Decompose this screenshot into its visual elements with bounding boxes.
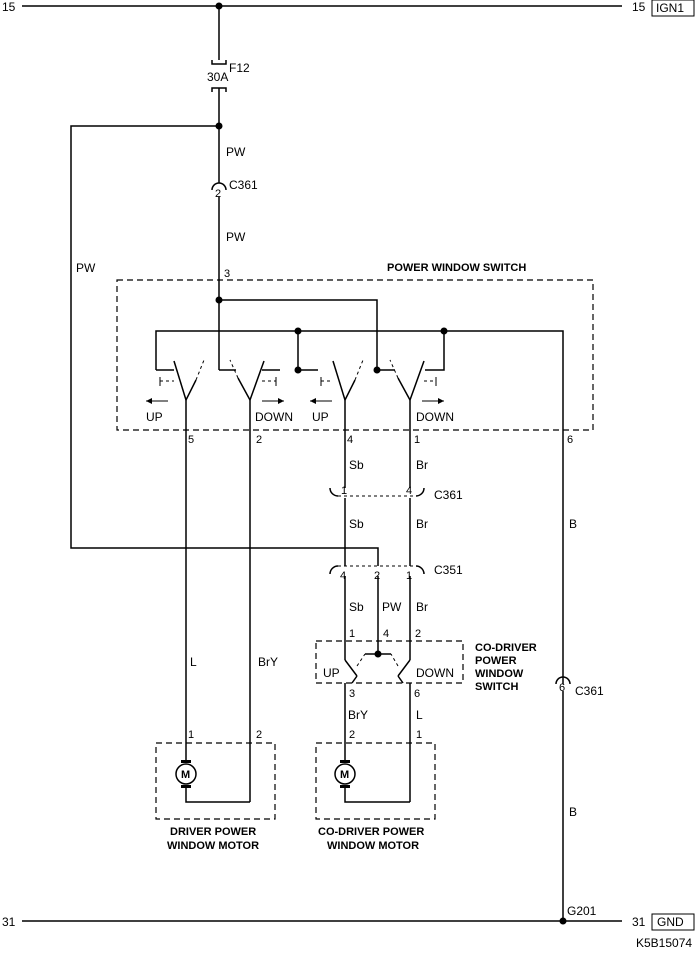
c361-mid-pin-4: 4 [406,485,412,497]
motor-icon [334,763,356,785]
gnd-box [651,913,695,931]
codriver-motor-title-1: CO-DRIVER POWER [318,826,424,838]
wire-label-bry: BrY [258,655,278,669]
switch-pin-2: 2 [256,434,262,446]
rail-bottom-right-label: 31 [632,915,646,929]
wire-label-pw: PW [226,145,246,159]
switch-label-down: DOWN [416,410,454,424]
wire-label-b: B [569,517,577,531]
splice-dot [559,917,567,925]
c361-mid-pin-1: 1 [341,485,347,497]
wire-label-pw: PW [382,600,402,614]
rail-bottom-left-label: 31 [2,915,16,929]
arrow-left-icon [146,398,152,404]
switch-pin-3: 3 [224,268,230,280]
codriver-switch-title-2: POWER [475,655,517,667]
fuse-rating: 30A [207,70,228,84]
splice-dot [294,366,302,374]
driver-motor-title-1: DRIVER POWER [170,826,256,838]
ign1-box [651,0,695,17]
switch-pin-6: 6 [567,434,573,446]
codriver-power-window-motor: 2 1 M CO-DRIVER POWER WINDOW MOTOR [315,729,436,852]
codriver-switch-pin-1: 1 [349,628,355,640]
gnd-label: GND [657,915,684,929]
codriver-motor-title-2: WINDOW MOTOR [327,840,419,852]
codriver-motor-pin-1: 1 [416,729,422,741]
ground-label: G201 [567,904,597,918]
codriver-switch-up: UP [323,666,340,680]
driver-motor-wires: L BrY [185,430,278,803]
wire-label-pw: PW [76,261,96,275]
wire-label-bry: BrY [348,708,368,722]
gnd-rail: 31 31 GND [2,913,695,931]
fuse-name: F12 [229,61,250,75]
arrow-left-icon [310,398,316,404]
c351-pin-4: 4 [340,570,346,582]
switch-pin-1: 1 [414,434,420,446]
c361-top-label: C361 [229,178,258,192]
pw-feed: PW 2 C361 PW PW [70,122,379,566]
codriver-power-window-switch: 1 4 2 UP DOWN CO-DRIVER POWER WINDOW SWI… [315,628,537,700]
codriver-switch-title-4: SWITCH [475,681,518,693]
c361-right-pin: 6 [559,682,565,694]
switch-pin-4: 4 [347,434,353,446]
wire-label-br: Br [416,458,428,472]
wire-label-sb: Sb [349,458,364,472]
codriver-switch-pin-3: 3 [349,688,355,700]
wire-label-pw: PW [226,230,246,244]
wire-label-br: Br [416,517,428,531]
wire-label-l: L [190,655,197,669]
driver-motor-pin-2: 2 [256,729,262,741]
splice-dot [294,327,302,335]
wire-label-b: B [569,805,577,819]
switch-pin-5: 5 [188,434,194,446]
codriver-motor-pin-2: 2 [349,729,355,741]
c351-pin-2: 2 [374,570,380,582]
ground-wire: 6 C361 B B G201 [555,430,604,921]
wire-label-sb: Sb [349,600,364,614]
c351-pin-1: 1 [406,570,412,582]
codriver-switch-pin-6: 6 [414,688,420,700]
codriver-switch-pin-2: 2 [415,628,421,640]
c351-label: C351 [434,563,463,577]
figure-id: K5B15074 [636,936,692,950]
c361-top-pin: 2 [215,188,221,200]
codriver-wires: 1 4 C361 4 2 1 C351 Sb Br Sb Br Sb PW Br [329,430,463,660]
codriver-switch-down: DOWN [416,666,454,680]
driver-motor-pin-1: 1 [188,729,194,741]
motor-icon [175,763,197,785]
ign1-label: IGN1 [656,1,684,15]
arrow-right-icon [438,398,444,404]
wire-label-sb: Sb [349,517,364,531]
ign1-rail: 15 15 IGN1 [2,0,695,17]
switch-label-up: UP [312,410,329,424]
motor-symbol: M [340,769,349,781]
switch-label-up: UP [146,410,163,424]
arrow-right-icon [278,398,284,404]
rail-top-left-label: 15 [2,0,16,14]
rail-top-right-label: 15 [632,0,646,14]
fuse-f12: F12 30A [207,6,250,126]
codriver-switch-pin-4: 4 [383,628,389,640]
codriver-switch-title-3: WINDOW [475,668,524,680]
driver-power-window-motor: 1 2 M DRIVER POWER WINDOW MOTOR [155,729,276,852]
power-window-switch: POWER WINDOW SWITCH 3 [116,262,594,446]
codriver-switch-title-1: CO-DRIVER [475,642,537,654]
c361-mid-label: C361 [434,488,463,502]
wire-label-br: Br [416,600,428,614]
splice-dot [440,327,448,335]
power-window-switch-title: POWER WINDOW SWITCH [387,262,526,274]
switch-label-down: DOWN [255,410,293,424]
c361-right-label: C361 [575,684,604,698]
wire-label-l: L [416,708,423,722]
motor-symbol: M [181,769,190,781]
driver-motor-title-2: WINDOW MOTOR [167,840,259,852]
